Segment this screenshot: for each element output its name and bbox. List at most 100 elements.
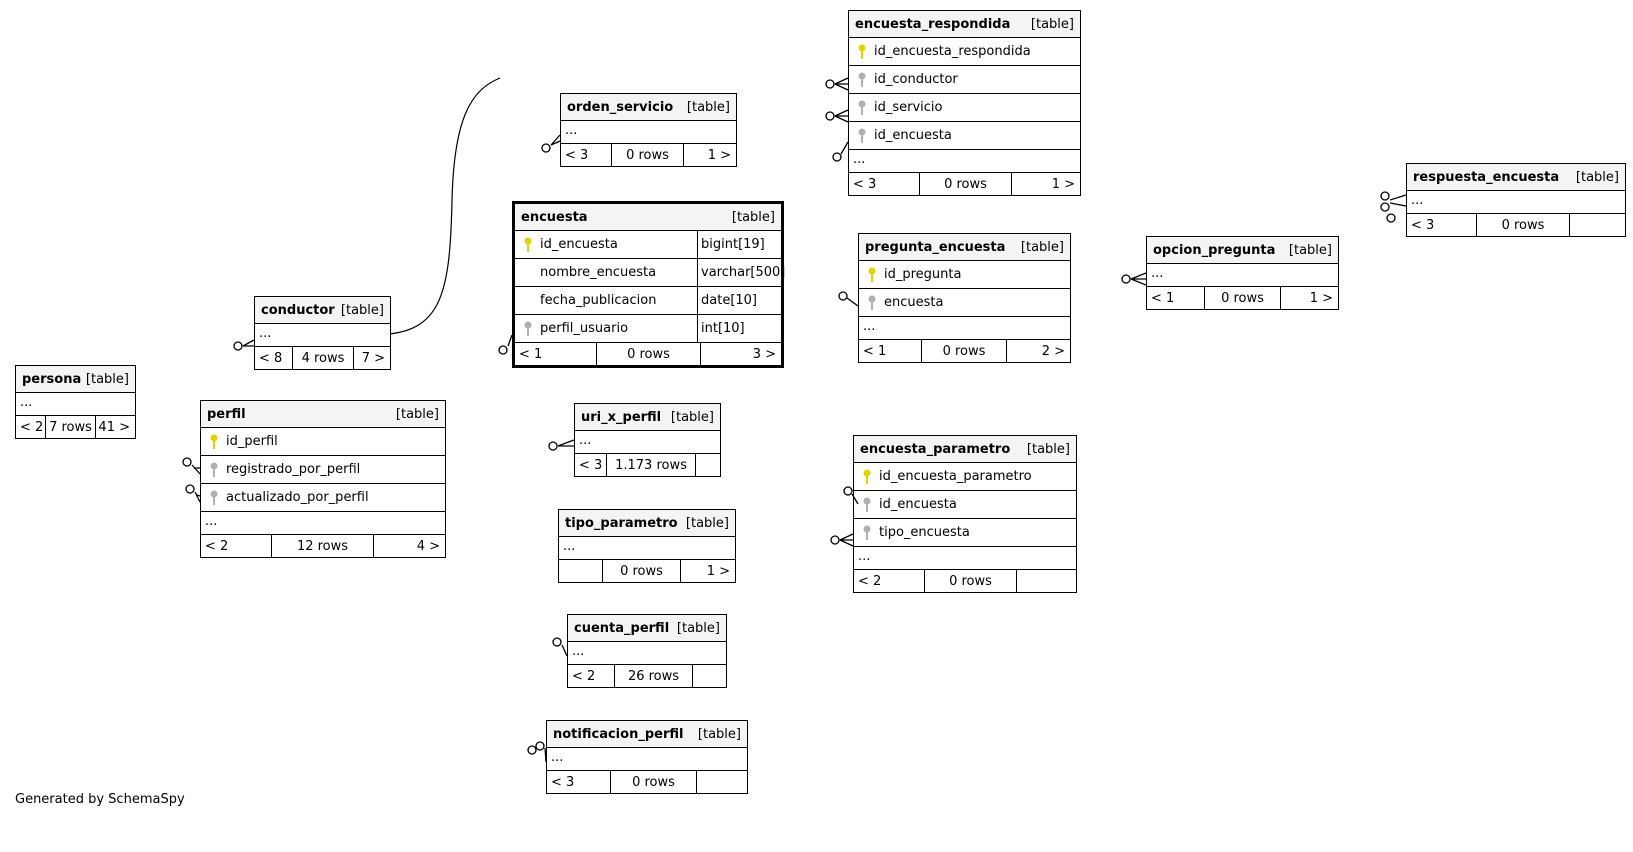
row-count: 0 rows [1477,214,1570,236]
parent-count: < 3 [1407,214,1477,236]
optional-marker [1121,274,1131,284]
row-count: 0 rows [611,771,697,793]
ellipsis: ... [1147,264,1338,287]
ellipsis: ... [1407,191,1625,214]
foreign-key-icon [858,100,866,115]
row-count: 0 rows [597,343,701,365]
table-tipo-parametro[interactable]: tipo_parametro[table] ... 0 rows 1 > [558,509,736,583]
table-name: encuesta_respondida [855,16,1011,32]
table-name: respuesta_encuesta [1413,169,1560,185]
parent-count: < 1 [1147,287,1205,309]
column-row: id_encuesta_respondida [849,38,1080,66]
column-name: id_encuesta [540,237,618,252]
table-respuesta-encuesta[interactable]: respuesta_encuesta[table] ... < 3 0 rows [1406,163,1626,237]
column-name: encuesta [884,295,944,310]
row-count: 0 rows [603,560,681,582]
table-perfil[interactable]: perfil[table] id_perfil registrado_por_p… [200,400,446,558]
column-row: id_perfil [201,428,445,456]
row-count: 4 rows [293,347,354,369]
optional-marker [552,637,562,647]
many-marker [1389,194,1407,207]
child-count: 3 > [752,346,776,362]
table-notificacion-perfil[interactable]: notificacion_perfil[table] ... < 3 0 row… [546,720,748,794]
column-row: nombre_encuesta varchar[500] [515,259,785,287]
optional-marker [832,152,842,162]
foreign-key-icon [858,72,866,87]
table-encuesta-parametro[interactable]: encuesta_parametro[table] id_encuesta_pa… [853,435,1077,593]
column-row: tipo_encuesta [854,519,1076,547]
row-count: 0 rows [925,570,1017,592]
table-type: [table] [1026,441,1070,457]
many-marker [834,77,849,91]
table-persona[interactable]: persona[table] ... < 2 7 rows 41 > [15,365,136,439]
table-type: [table] [686,99,730,115]
column-name: id_encuesta [879,497,957,512]
table-orden-servicio[interactable]: orden_servicio[table] ... < 3 0 rows 1 > [560,93,737,167]
optional-marker [825,111,835,121]
row-count: 12 rows [272,535,374,557]
column-row: id_encuesta [854,491,1076,519]
optional-marker [1380,202,1390,212]
table-opcion-pregunta[interactable]: opcion_pregunta[table] ... < 1 0 rows 1 … [1146,236,1339,310]
primary-key-icon [863,469,871,484]
many-marker [507,334,513,347]
many-marker [191,464,201,475]
column-name: registrado_por_perfil [226,462,361,477]
many-marker [839,533,854,547]
optional-marker [830,535,840,545]
table-encuesta[interactable]: encuesta [table] id_encuesta bigint[19] n… [512,201,785,368]
optional-marker [838,291,848,301]
table-pregunta-encuesta[interactable]: pregunta_encuesta[table] id_pregunta enc… [858,233,1071,363]
ellipsis: ... [561,121,736,144]
column-name: id_conductor [874,72,958,87]
many-marker [1130,272,1147,286]
parent-count [559,560,603,582]
ellipsis: ... [859,317,1070,340]
parent-count: < 3 [561,144,612,166]
table-name: opcion_pregunta [1153,242,1276,258]
many-marker [242,339,255,347]
foreign-key-icon [210,490,218,505]
table-type: [table] [340,302,384,318]
foreign-key-icon [858,128,866,143]
table-cuenta-perfil[interactable]: cuenta_perfil[table] ... < 2 26 rows [567,614,727,688]
row-count: 0 rows [612,144,684,166]
column-name: id_pregunta [884,267,962,282]
parent-count: < 2 [16,416,46,438]
table-encuesta-respondida[interactable]: encuesta_respondida[table] id_encuesta_r… [848,10,1081,196]
generated-by-note: Generated by SchemaSpy [15,792,185,807]
optional-marker [548,441,558,451]
table-uri-x-perfil[interactable]: uri_x_perfil[table] ... < 3 1.173 rows [574,403,721,477]
table-type: [table] [685,515,729,531]
table-conductor[interactable]: conductor[table] ... < 8 4 rows 7 > [254,296,391,370]
column-type: bigint[19] [697,231,781,258]
ellipsis: ... [201,512,445,535]
foreign-key-icon [524,321,532,336]
many-marker [550,134,561,146]
row-count: 7 rows [46,416,96,438]
many-marker [840,141,849,155]
table-name: encuesta [521,209,588,225]
table-name: conductor [261,302,335,318]
row-count: 0 rows [920,173,1012,195]
primary-key-icon [858,44,866,59]
parent-count: < 3 [547,771,611,793]
optional-marker [498,345,508,355]
column-row: id_conductor [849,66,1080,94]
table-type: [table] [731,209,775,225]
optional-marker [1386,213,1396,223]
optional-marker [843,486,853,496]
column-name: id_encuesta_respondida [874,44,1031,59]
table-type: [table] [1288,242,1332,258]
parent-count: < 2 [568,665,615,687]
child-count: 1 > [706,563,730,579]
column-name: id_servicio [874,100,943,115]
child-count: 1 > [1051,176,1075,192]
child-count: 4 > [416,538,440,554]
row-count: 1.173 rows [607,454,696,476]
column-name: id_perfil [226,434,278,449]
column-name: tipo_encuesta [879,525,970,540]
many-marker [557,439,575,447]
